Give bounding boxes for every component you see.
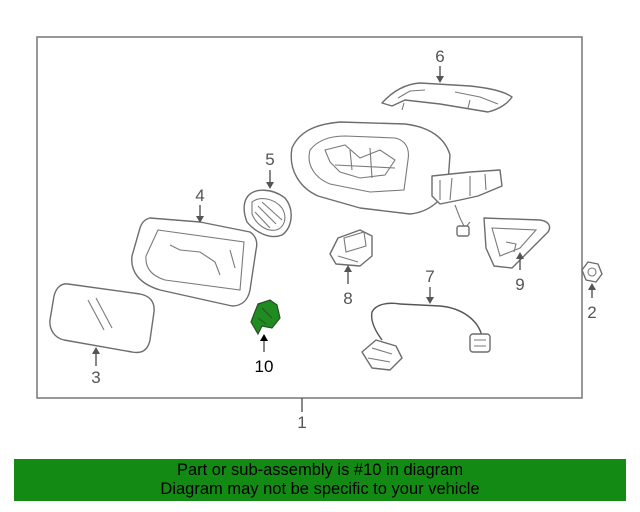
part-4-callout: 4	[195, 186, 205, 223]
part-6-cover-trim	[381, 82, 513, 113]
callout-9-label: 9	[515, 275, 524, 294]
banner-line-2: Diagram may not be specific to your vehi…	[160, 480, 480, 498]
callout-1-label: 1	[297, 413, 306, 432]
part-5-actuator	[243, 189, 292, 238]
part-3-callout: 3	[91, 347, 101, 387]
part-4-glass-holder	[131, 217, 258, 307]
mirror-housing	[290, 121, 503, 237]
part-7-harness	[361, 302, 491, 371]
part-5-callout: 5	[265, 150, 275, 189]
assembly-frame	[36, 36, 583, 399]
part-3-mirror-glass	[49, 283, 155, 354]
callout-6-label: 6	[435, 47, 444, 66]
callout-5-label: 5	[265, 150, 274, 169]
info-banner: Part or sub-assembly is #10 in diagram D…	[14, 459, 626, 501]
callout-8-label: 8	[343, 289, 352, 308]
part-8-callout: 8	[343, 265, 353, 308]
part-9-cover	[483, 217, 551, 269]
banner-line-1: Part or sub-assembly is #10 in diagram	[176, 461, 464, 479]
callout-3-label: 3	[91, 368, 100, 387]
part-8-lamp	[329, 229, 373, 267]
callout-10-label: 10	[255, 357, 274, 376]
part-9-callout: 9	[515, 252, 525, 294]
callout-7-label: 7	[425, 267, 434, 286]
callout-2-label: 2	[587, 303, 596, 322]
part-1-callout: 1	[297, 398, 307, 432]
part-6-callout: 6	[435, 47, 445, 83]
part-10-callout: 10	[255, 334, 274, 376]
part-7-callout: 7	[425, 267, 435, 304]
part-2-nut	[581, 261, 603, 283]
part-2-callout: 2	[587, 283, 597, 322]
callout-4-label: 4	[195, 186, 204, 205]
part-10-bracket	[250, 299, 281, 336]
